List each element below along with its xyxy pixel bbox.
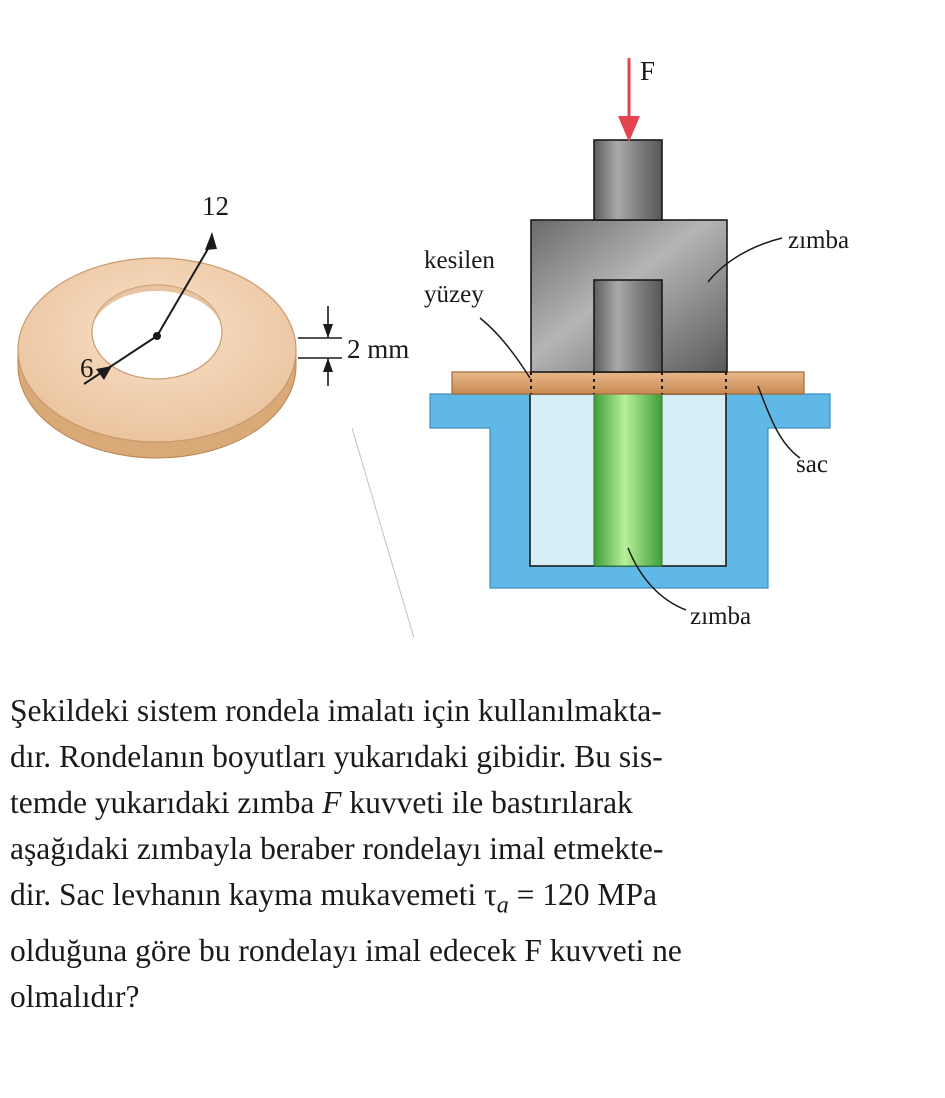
thickness-arrow-top <box>323 324 333 338</box>
scan-artifact-line <box>351 427 415 639</box>
problem-text: kuvveti ile bastırılarak <box>341 785 633 820</box>
problem-text: temde yukarıdaki zımba <box>10 785 323 820</box>
lower-punch-label: zımba <box>690 603 751 630</box>
problem-text: = 120 MPa <box>508 877 657 912</box>
outer-radius-line <box>156 241 213 337</box>
tau-symbol: τ <box>484 877 497 912</box>
lower-punch-leader <box>627 547 687 611</box>
washer-center-dot <box>153 332 161 340</box>
inner-radius-arrowhead <box>96 366 112 380</box>
lower-punch <box>593 393 663 567</box>
inner-radius-label: 6 <box>80 353 94 383</box>
problem-line: olduğuna göre bu rondelayı imal edecek F… <box>10 933 682 969</box>
sheet-metal <box>451 371 805 395</box>
upper-punch-inner <box>593 279 663 373</box>
upper-punch-shank <box>593 139 663 221</box>
outer-radius-label: 12 <box>202 191 229 221</box>
cut-surface-label-line2: yüzey <box>424 281 484 308</box>
force-label: F <box>640 56 655 86</box>
washer: 12 6 2 mm <box>17 191 409 459</box>
inner-radius-line <box>83 335 158 385</box>
sheet-leader <box>757 385 801 459</box>
upper-punch-leader <box>707 237 783 283</box>
problem-line: dır. Rondelanın boyutları yukarıdaki gib… <box>10 739 663 774</box>
washer-punch-diagram: 12 6 2 mm <box>17 56 849 639</box>
upper-punch-label: zımba <box>788 227 849 254</box>
press-assembly: F zımba kesilen yüzey sac zımba <box>424 56 849 630</box>
thickness-dimension <box>298 306 342 386</box>
cut-surface-leader <box>479 317 531 379</box>
cut-surface-label-line1: kesilen <box>424 247 495 274</box>
problem-statement: Şekildeki sistem rondela imalatı için ku… <box>10 688 890 1020</box>
tau-subscript: a <box>496 892 509 919</box>
problem-text: dir. Sac levhanın kayma mukavemeti <box>10 877 485 912</box>
thickness-label: 2 mm <box>347 334 409 364</box>
problem-line: dir. Sac levhanın kayma mukavemeti τa = … <box>10 872 890 928</box>
problem-line: Şekildeki sistem rondela imalatı için ku… <box>10 693 662 728</box>
thickness-arrow-bottom <box>323 358 333 372</box>
problem-line: olmalıdır? <box>10 979 140 1015</box>
force-arrow-head <box>618 116 640 142</box>
problem-line: aşağıdaki zımbayla beraber rondelayı ima… <box>10 831 664 866</box>
force-variable: F <box>322 785 342 820</box>
outer-radius-arrowhead <box>205 232 217 250</box>
sheet-label: sac <box>796 451 828 478</box>
problem-line: temde yukarıdaki zımba F kuvveti ile bas… <box>10 780 890 826</box>
